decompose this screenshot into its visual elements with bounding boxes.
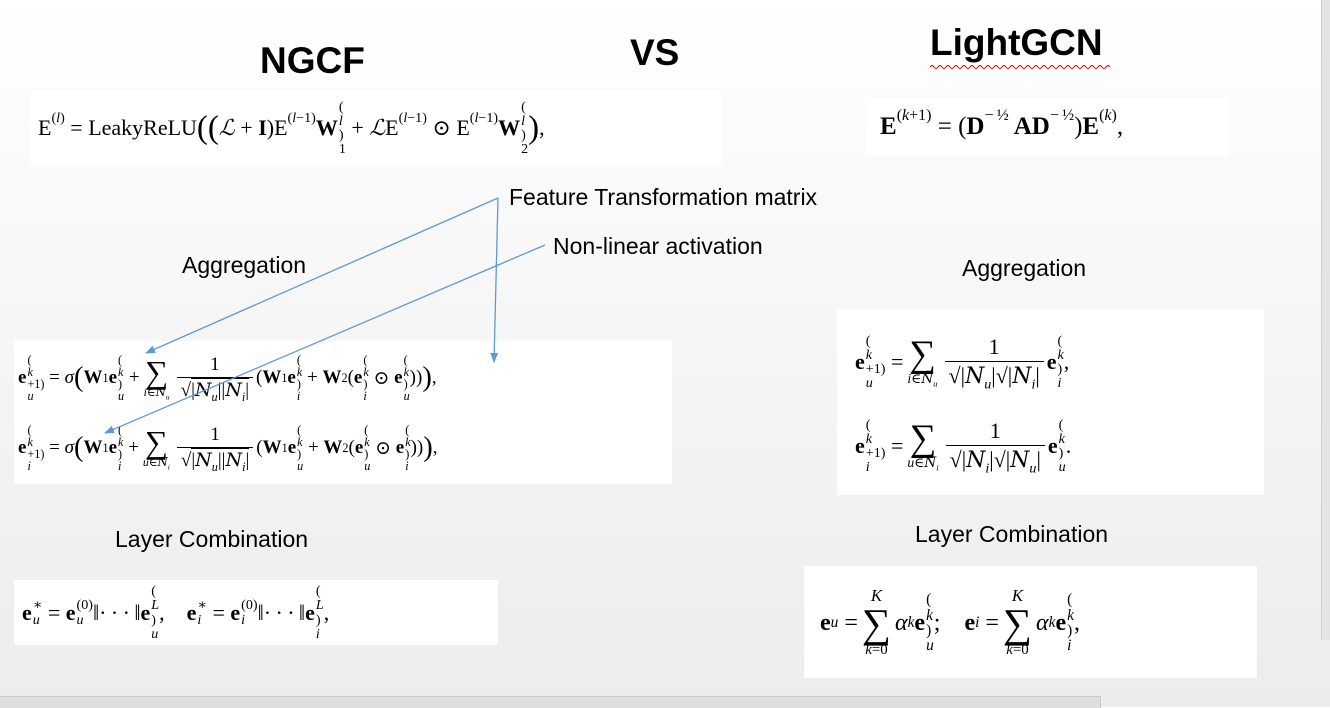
lightgcn-aggregation-label: Aggregation	[962, 255, 1087, 281]
spellcheck-underline	[930, 65, 1111, 69]
horizontal-scrollbar[interactable]	[0, 696, 1101, 708]
ngcf-layer-combination-label: Layer Combination	[115, 526, 309, 552]
feature-transformation-label: Feature Transformation matrix	[509, 184, 818, 210]
lightgcn-item-update-equation: e(k+1)i = ∑u∈Ni 1√|Ni|√|Nu|e(k)u.	[855, 416, 1072, 476]
lightgcn-propagation-equation: E(k+1) = (D− ½ AD− ½)E(k),	[866, 98, 1228, 156]
feature-transform-arrow-to-w2	[490, 197, 499, 363]
ngcf-layer-combination-equation: e∗u = e(0)u‖· · · ‖e(L)u, e∗i = e(0)i‖· …	[14, 580, 498, 645]
lightgcn-aggregation-equations: e(k+1)u = ∑i∈Nu 1√|Nu|√|Ni|e(k)i, e(k+1)…	[837, 309, 1264, 495]
lightgcn-layer-combination-label: Layer Combination	[915, 521, 1109, 547]
lightgcn-title: LightGCN	[930, 22, 1103, 63]
ngcf-aggregation-label: Aggregation	[182, 252, 307, 278]
ngcf-title: NGCF	[260, 40, 365, 81]
vertical-scrollbar[interactable]	[1321, 0, 1330, 640]
lightgcn-user-update-equation: e(k+1)u = ∑i∈Nu 1√|Nu|√|Ni|e(k)i,	[855, 332, 1070, 392]
nonlinear-activation-label: Non-linear activation	[553, 233, 763, 259]
vs-title: VS	[630, 32, 680, 73]
